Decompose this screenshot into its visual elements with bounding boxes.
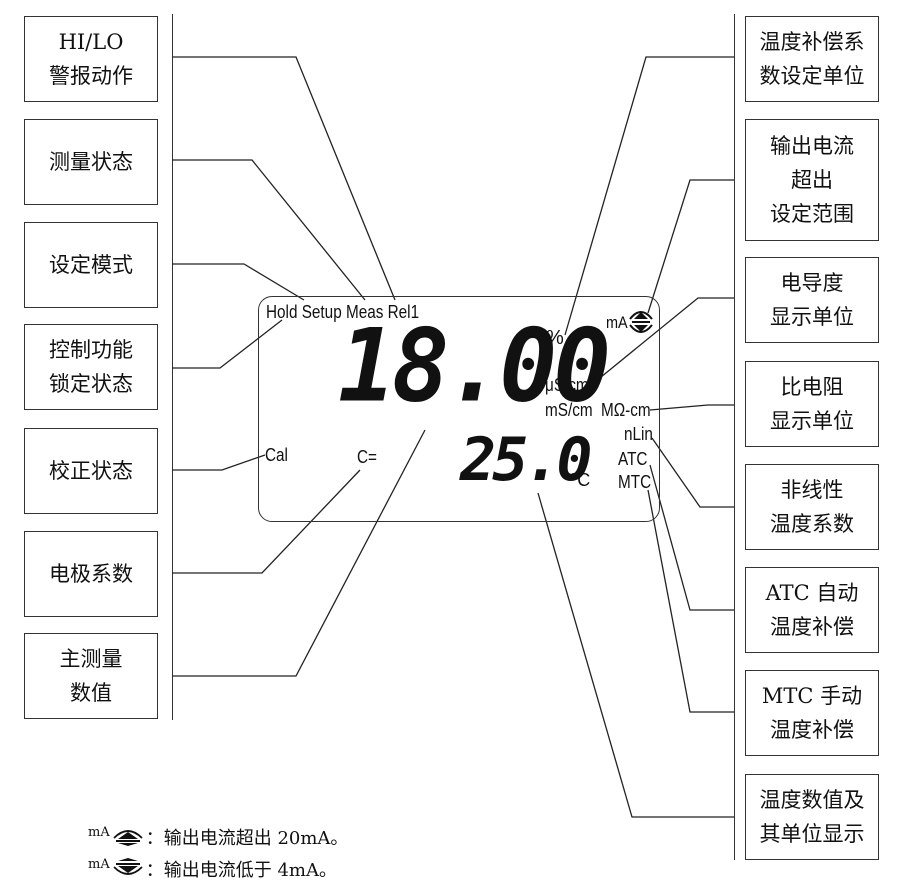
output-under-icon: [113, 858, 143, 875]
lcd-atc: ATC: [618, 449, 648, 469]
leader-main-value: [172, 429, 426, 677]
leader-hilo: [172, 56, 396, 301]
label-measure-state: 测量状态: [24, 119, 158, 205]
legend-under-text: ：输出电流低于 4mA。: [145, 860, 337, 881]
leader-cell-constant: [172, 469, 361, 574]
leader-temp-value: [537, 492, 734, 818]
lcd-percent: %: [546, 327, 564, 349]
label-cond-unit: 电导度显示单位: [745, 257, 879, 343]
label-temp-coef-unit: 温度补偿系数设定单位: [745, 16, 879, 102]
lcd-us-cm: μS/cm: [545, 375, 589, 395]
label-atc-auto: ATC 自动温度补偿: [745, 567, 879, 653]
leader-atc: [649, 464, 734, 611]
label-cell-constant: 电极系数: [24, 531, 158, 617]
label-lock-state: 控制功能锁定状态: [24, 324, 158, 410]
leader-temp-coef: [564, 56, 734, 336]
lcd-temp-unit: °C: [570, 470, 591, 490]
right-tick-line: [734, 14, 735, 860]
leader-resist-unit: [649, 404, 734, 411]
output-over-icon: [113, 830, 143, 846]
lcd-temp-value: 25.0: [460, 425, 592, 495]
leader-cal-state: [172, 454, 266, 471]
left-tick-line: [172, 14, 173, 720]
legend-ma-label: mA: [88, 857, 110, 872]
label-output-over-range: 输出电流超出设定范围: [745, 119, 879, 241]
lcd-status-text: Hold Setup Meas Rel1: [266, 302, 420, 322]
lcd-mtc: MTC: [618, 472, 652, 492]
lcd-display: [258, 296, 660, 522]
leader-output-over: [647, 179, 734, 314]
label-mtc-manual: MTC 手动温度补偿: [745, 670, 879, 756]
lcd-mohm-cm: MΩ-cm: [601, 400, 651, 420]
label-resist-unit: 比电阻显示单位: [745, 361, 879, 447]
lcd-nlin: nLin: [624, 424, 653, 444]
label-nonlinear-coef: 非线性温度系数: [745, 464, 879, 550]
lcd-main-value: 18.00: [338, 307, 611, 425]
legend-over-text: ：输出电流超出 20mA。: [145, 828, 349, 849]
legend-ma-label: mA: [88, 825, 110, 840]
leader-setup-mode: [172, 263, 305, 301]
label-main-value: 主测量数值: [24, 633, 158, 719]
leader-nonlinear: [651, 437, 734, 508]
legend-under-range: mA ：输出电流低于 4mA。: [88, 856, 337, 882]
leader-mtc: [647, 489, 734, 713]
lcd-cal: Cal: [265, 445, 288, 465]
label-setup-mode: 设定模式: [24, 222, 158, 308]
leader-measure-state: [172, 159, 366, 301]
lcd-ms-cm: mS/cm: [545, 400, 593, 420]
label-cal-state: 校正状态: [24, 428, 158, 514]
leader-lock-state: [172, 319, 283, 369]
lcd-cell-constant: C=: [357, 447, 377, 467]
leader-cond-unit: [589, 297, 734, 387]
label-temp-value-unit: 温度数值及其单位显示: [745, 774, 879, 860]
lcd-ma-label: mA: [606, 313, 628, 332]
output-over-range-icon: [629, 311, 653, 333]
legend-over-range: mA ：输出电流超出 20mA。: [88, 824, 348, 850]
